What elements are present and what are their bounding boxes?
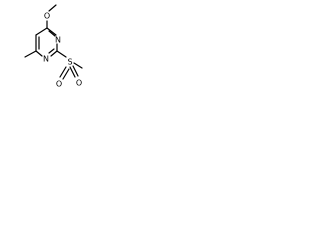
- bond-c5-c4: [35, 27, 48, 36]
- chemical-structure-diagram: O N N S O O: [24, 4, 83, 89]
- bond-sulfur-oxygen-right: [69, 66, 76, 78]
- atom-sulfonyl-oxygen-right: O: [76, 79, 82, 88]
- atom-ring-nitrogen-upper: N: [55, 36, 61, 45]
- bond-c2-n1-double: [48, 48, 55, 54]
- structure-canvas: O N N S O O: [0, 0, 89, 95]
- atom-ring-nitrogen-lower: N: [43, 55, 49, 64]
- bond-sulfur-oxygen-left-double: [62, 68, 70, 80]
- bond-n1-c6: [35, 50, 43, 57]
- bond-sulfur-oxygen-right-double: [72, 65, 79, 77]
- bond-c4-n3: [46, 27, 57, 36]
- bond-c2-n1: [50, 50, 58, 57]
- bond-sulfur-oxygen-left: [59, 66, 67, 78]
- atom-sulfur: S: [67, 58, 72, 67]
- atom-label-layer: O N N S O O: [43, 12, 82, 89]
- bond-c4-n3-double: [48, 30, 56, 37]
- bond-c2-sulfur: [56, 50, 67, 58]
- bond-methyl-oxygen: [48, 4, 57, 12]
- bond-layer: [24, 4, 83, 80]
- bond-sulfur-methyl: [73, 62, 83, 69]
- atom-sulfonyl-oxygen-left: O: [56, 80, 62, 89]
- atom-methoxy-oxygen: O: [44, 12, 50, 21]
- bond-c6-methyl: [24, 50, 37, 58]
